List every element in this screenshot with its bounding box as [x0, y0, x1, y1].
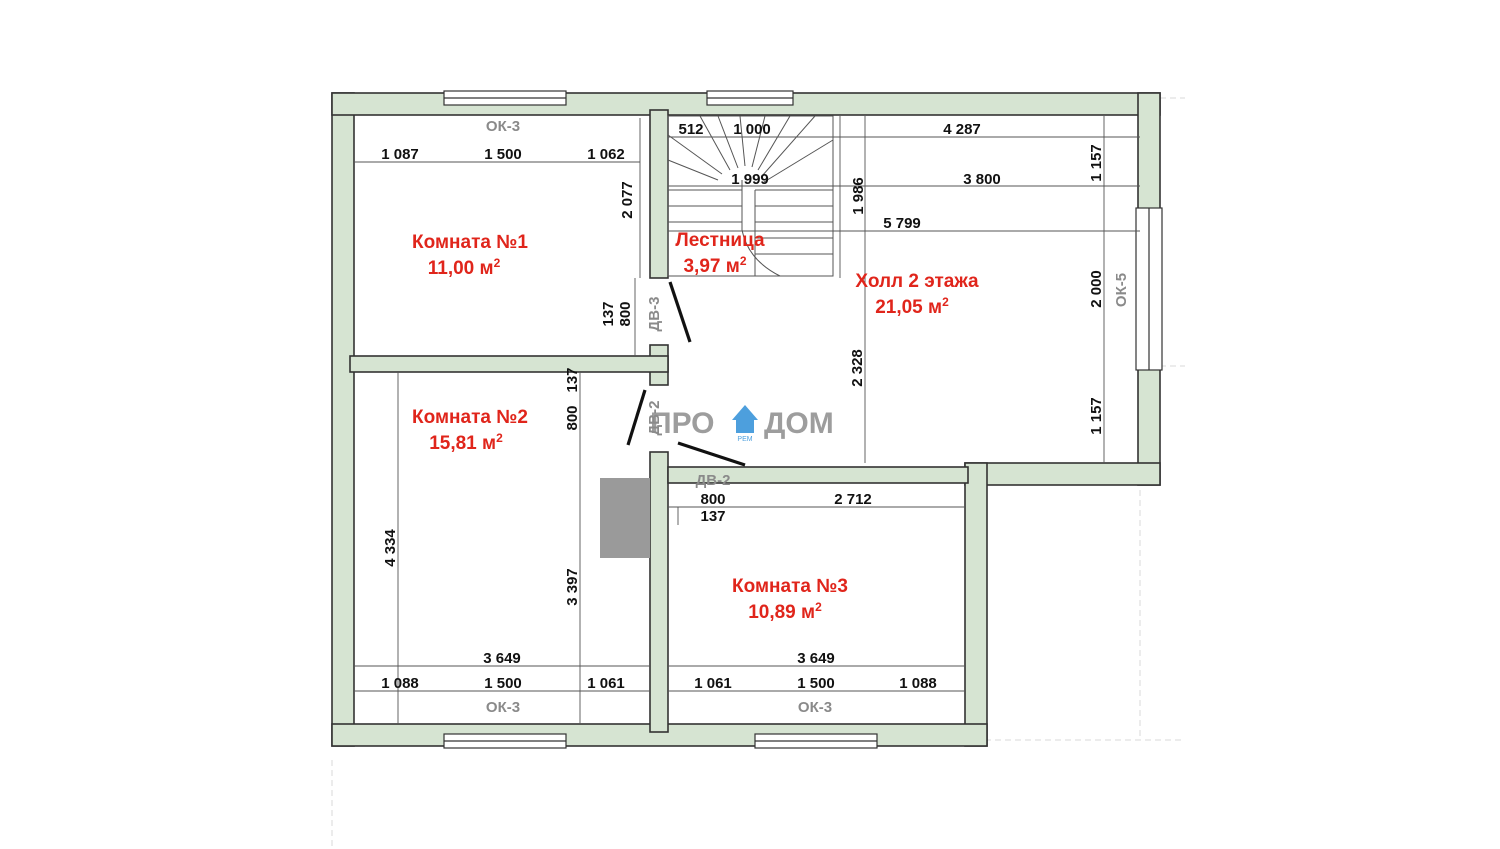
dim-hall-v-bot: 1 157 [1088, 397, 1105, 435]
dim-r3-width: 3 649 [797, 650, 835, 667]
logo-text-right: ДОМ [764, 407, 834, 440]
room-3-name: Комната №3 [732, 576, 848, 597]
window-label-bottom-left: ОК-3 [486, 699, 520, 716]
hall-area: 21,05 м2 [875, 295, 949, 318]
dim-r3-mid: 1 500 [797, 675, 835, 692]
room-labels: Комната №1 11,00 м2 Лестница 3,97 м2 Хол… [412, 230, 979, 623]
windows [443, 90, 1163, 749]
axis-lines [331, 97, 1185, 849]
dim-r3-2712: 2 712 [834, 491, 872, 508]
dim-r2-vertical: 4 334 [382, 529, 399, 567]
dim-hall-mid: 3 800 [963, 171, 1001, 188]
dim-r2-left: 1 088 [381, 675, 419, 692]
dim-stairs-c: 1 999 [731, 171, 769, 188]
window-label-right: ОК-5 [1113, 273, 1130, 307]
logo-sub: РЕМ [737, 436, 752, 443]
dim-r1-mid: 1 500 [484, 146, 522, 163]
door-label-dv3: ДВ-3 [646, 297, 663, 332]
dim-hall-long: 5 799 [883, 215, 921, 232]
dim-hall-v-mid: 2 000 [1088, 270, 1105, 308]
dim-hall-top: 4 287 [943, 121, 981, 138]
room-2-area: 15,81 м2 [429, 431, 503, 454]
door-label-dv2-top: ДВ-2 [646, 401, 663, 436]
house-icon [732, 405, 758, 433]
dim-hall-v-top: 1 157 [1088, 144, 1105, 182]
dimension-values: 1 087 1 500 1 062 2 077 512 1 000 1 999 … [381, 121, 1105, 692]
dim-door2-137: 137 [564, 367, 581, 392]
staircase [667, 115, 834, 277]
dim-r3-left: 1 061 [694, 675, 732, 692]
logo-text-left: ПРО [650, 407, 715, 440]
room-1-name: Комната №1 [412, 232, 528, 253]
dim-r2-mid: 1 500 [484, 675, 522, 692]
window-label-bottom-right: ОК-3 [798, 699, 832, 716]
doors [626, 281, 746, 467]
dim-door1-800: 800 [617, 301, 634, 326]
dim-r2-vertical-2: 3 397 [564, 568, 581, 606]
dim-r1-vertical: 2 077 [619, 181, 636, 219]
room-1-area: 11,00 м2 [428, 256, 501, 279]
dim-r1-right: 1 062 [587, 146, 625, 163]
dim-hall-v-left: 2 328 [849, 349, 866, 387]
dimension-lines [354, 116, 1140, 724]
stairs-area: 3,97 м2 [683, 254, 746, 277]
dim-r3-800: 800 [700, 491, 725, 508]
dim-stairs-vertical: 1 986 [850, 177, 867, 215]
room-3-area: 10,89 м2 [748, 600, 822, 623]
opening-labels: ОК-3 ОК-3 ОК-3 ОК-5 ДВ-3 ДВ-2 ДВ-2 [486, 118, 1130, 716]
hall-name: Холл 2 этажа [855, 271, 979, 292]
dim-r3-137: 137 [700, 508, 725, 525]
dim-door1-137: 137 [600, 301, 617, 326]
window-label-top: ОК-3 [486, 118, 520, 135]
door-label-dv2: ДВ-2 [696, 472, 731, 489]
chimney-block [600, 478, 650, 558]
dim-stairs-b: 1 000 [733, 121, 771, 138]
dim-r2-width: 3 649 [483, 650, 521, 667]
dim-r2-right: 1 061 [587, 675, 625, 692]
stairs-name: Лестница [675, 230, 765, 251]
dim-r1-left: 1 087 [381, 146, 419, 163]
dim-door2-800: 800 [564, 405, 581, 430]
dim-r3-right: 1 088 [899, 675, 937, 692]
logo-watermark: ПРО РЕМ ДОМ [650, 405, 834, 443]
dim-stairs-a: 512 [678, 121, 703, 138]
room-2-name: Комната №2 [412, 407, 528, 428]
